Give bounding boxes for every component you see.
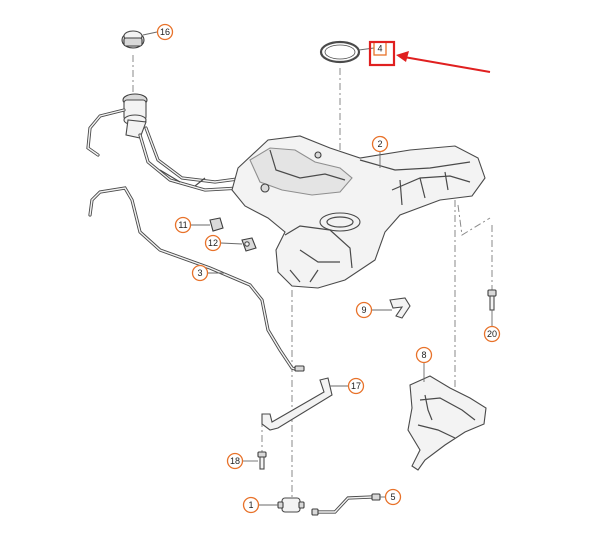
part-bolt-18 [257,451,267,470]
part-fuel-filter [277,497,305,513]
callout-3-label: 3 [197,268,202,278]
callout-18-label: 18 [230,456,240,466]
callout-16-label: 16 [160,27,170,37]
callout-16: 16 [156,23,174,41]
callout-2: 2 [371,135,389,153]
callout-12-label: 12 [208,238,218,248]
part-clip-12 [241,237,257,252]
callout-9: 9 [355,301,373,319]
callout-18: 18 [226,452,244,470]
part-clip-11 [209,217,224,232]
callout-8: 8 [415,346,433,364]
callout-3: 3 [191,264,209,282]
part-gasket [319,40,361,64]
part-bracket-9 [389,297,411,319]
callout-11-label: 11 [178,220,187,230]
callout-4: 4 [373,41,387,56]
leader-lines [142,31,493,506]
callout-20: 20 [483,325,501,343]
part-tank-strap [261,377,333,431]
callout-5: 5 [384,488,402,506]
part-fuel-tank [231,135,486,289]
callout-11: 11 [174,216,192,234]
callout-1: 1 [242,496,260,514]
part-filler-neck [86,93,247,192]
callout-4-label: 4 [377,44,382,54]
callout-8-label: 8 [421,350,426,360]
part-hose-5 [311,493,381,516]
callout-17: 17 [347,377,365,395]
highlight-annotation [368,40,491,73]
callout-12: 12 [204,234,222,252]
callout-9-label: 9 [361,305,366,315]
callout-2-label: 2 [377,139,382,149]
part-bolt-20 [487,289,497,311]
part-fuel-line [88,186,305,372]
part-fuel-cap [121,30,145,49]
highlight-box [368,40,396,67]
part-heat-shield [407,375,487,471]
callout-1-label: 1 [248,500,253,510]
arrow-left-icon [396,51,491,73]
callout-17-label: 17 [351,381,361,391]
callout-20-label: 20 [487,329,497,339]
callout-5-label: 5 [390,492,395,502]
